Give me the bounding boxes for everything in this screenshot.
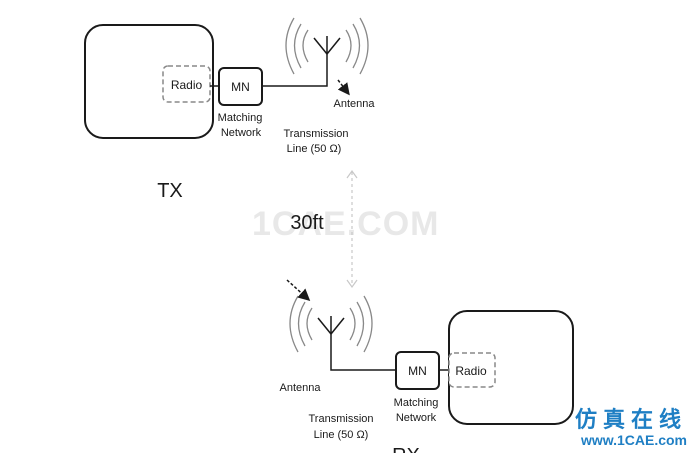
distance-arrow-top	[346, 169, 358, 179]
site-logo: 仿真在线 www.1CAE.com	[574, 407, 687, 449]
logo-url: www.1CAE.com	[580, 432, 687, 448]
logo-chinese-text: 仿真在线	[574, 407, 687, 432]
rx-antenna-icon	[317, 316, 345, 335]
rx-tl-label-1: Transmission	[309, 413, 374, 425]
tx-signal-arrow	[337, 79, 350, 96]
tx-network-label: Network	[221, 127, 262, 139]
tx-antenna-label: Antenna	[334, 98, 376, 110]
tx-tl-label-1: Transmission	[284, 128, 349, 140]
rx-transmission-line	[330, 334, 396, 371]
rx-network-label: Network	[396, 412, 437, 424]
rx-title: RX	[392, 445, 420, 453]
rx-matching-label: Matching	[394, 397, 439, 409]
tx-radio-label: Radio	[171, 78, 203, 92]
tx-radio-box	[162, 65, 211, 103]
tx-radiation-waves-icon	[285, 17, 369, 75]
rx-antenna-label: Antenna	[280, 382, 322, 394]
tx-tl-label-2: Line (50 Ω)	[287, 143, 342, 155]
rx-mn-label: MN	[408, 364, 427, 378]
rx-radio-box	[448, 352, 496, 388]
rx-tl-label-2: Line (50 Ω)	[314, 429, 369, 441]
watermark: 1CAE.COM	[252, 205, 440, 243]
rx-radio-label: Radio	[455, 364, 487, 378]
tx-antenna-icon	[313, 36, 341, 55]
tx-device-box	[84, 24, 214, 139]
tx-matching-label: Matching	[218, 112, 263, 124]
tx-title: TX	[157, 180, 183, 202]
tx-mn-label: MN	[231, 80, 250, 94]
tx-transmission-line	[262, 54, 328, 87]
rx-radiation-waves-icon	[289, 295, 373, 353]
distance-label: 30ft	[290, 212, 324, 234]
distance-arrow-bottom	[346, 279, 358, 289]
